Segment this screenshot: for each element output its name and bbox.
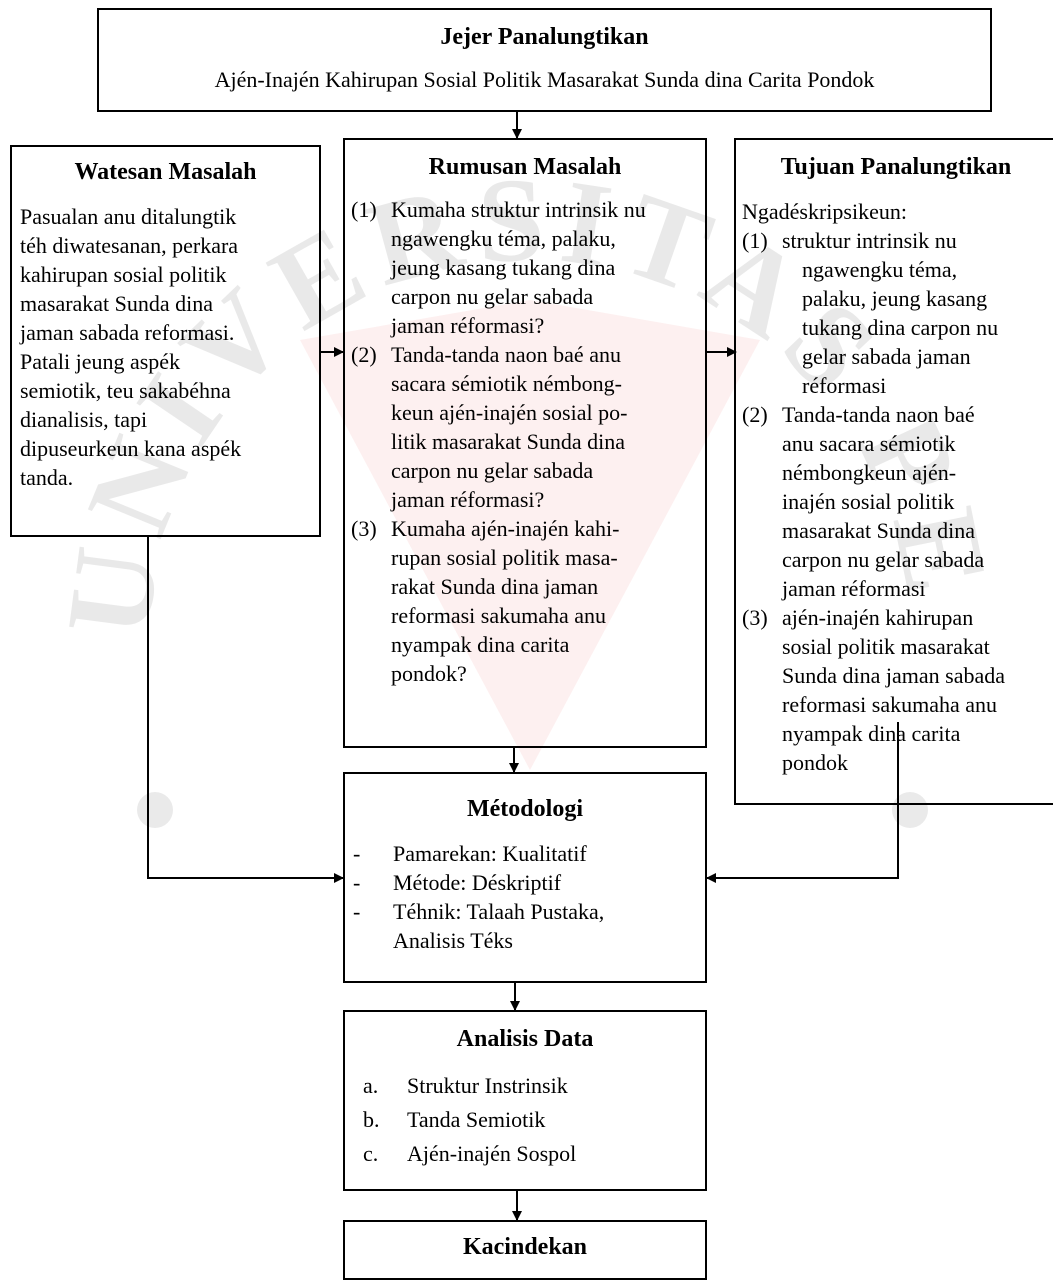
watesan-body: Pasualan anu ditalungtik téh diwatesanan… [12, 186, 319, 492]
metodologi-item: - Téhnik: Talaah Pustaka, Analisis Téks [349, 897, 701, 955]
tujuan-item-line: réformasi [802, 373, 887, 398]
tujuan-item-line: masarakat Sunda dina [782, 518, 976, 543]
rumusan-item-line: Kumaha struktur intrinsik nu [391, 197, 646, 222]
rumusan-item-1: (1) Kumaha struktur intrinsik nu ngaweng… [351, 195, 699, 340]
rumusan-item-line: reformasi sakumaha anu [391, 603, 607, 628]
watesan-box: Watesan Masalah Pasualan anu ditalungtik… [10, 145, 321, 537]
rumusan-item-line: jeung kasang tukang dina [391, 255, 616, 280]
rumusan-item-line: litik masarakat Sunda dina [391, 429, 625, 454]
rumusan-item-line: rakat Sunda dina jaman [391, 574, 599, 599]
tujuan-item-line: ajén-inajén kahirupan [782, 605, 974, 630]
tujuan-item-3: (3) ajén-inajén kahirupan sosial politik… [742, 603, 1053, 777]
analisis-item-text: Ajén-inajén Sospol [407, 1141, 577, 1166]
metodologi-item-line: Téhnik: Talaah Pustaka, [393, 899, 605, 924]
rumusan-box: Rumusan Masalah (1) Kumaha struktur intr… [343, 138, 707, 748]
metodologi-title: Métodologi [467, 796, 583, 822]
kacindekan-title: Kacindekan [462, 1234, 588, 1260]
tujuan-item-line: struktur intrinsik nu [782, 228, 957, 253]
watesan-line: Patali jeung aspék [20, 349, 181, 374]
metodologi-item-line: Analisis Téks [393, 928, 513, 953]
arrow-watesan-metodologi [147, 535, 344, 883]
tujuan-item-line: némbongkeun ajén- [782, 460, 957, 485]
jejer-subtitle: Ajén-Inajén Kahirupan Sosial Politik Mas… [214, 67, 875, 92]
watesan-line: semiotik, teu sakabéhna [20, 378, 231, 403]
rumusan-item-line: sacara sémiotik némbong- [391, 371, 622, 396]
tujuan-item-line: Tanda-tanda naon baé [782, 402, 975, 427]
tujuan-item-number: (3) [742, 605, 768, 630]
watesan-line: dianalisis, tapi [20, 407, 148, 432]
rumusan-item-line: carpon nu gelar sabada [391, 284, 594, 309]
rumusan-item-line: Tanda-tanda naon baé anu [391, 342, 621, 367]
metodologi-item: - Métode: Déskriptif [349, 868, 701, 897]
alpha-bullet: b. [363, 1107, 380, 1132]
tujuan-intro: Ngadéskripsikeun: [742, 199, 907, 224]
analisis-title: Analisis Data [456, 1026, 594, 1052]
rumusan-item-line: pondok? [391, 661, 467, 686]
analisis-item-text: Struktur Instrinsik [407, 1073, 568, 1098]
watesan-line: jaman sabada reformasi. [20, 320, 235, 345]
watesan-line: tanda. [20, 465, 74, 490]
rumusan-item-3: (3) Kumaha ajén-inajén kahi- rupan sosia… [351, 514, 699, 688]
tujuan-item-line: inajén sosial politik [782, 489, 955, 514]
metodologi-item-line: Métode: Déskriptif [393, 870, 562, 895]
tujuan-item-line: nyampak dina carita [782, 721, 961, 746]
tujuan-item-line: palaku, jeung kasang [802, 286, 988, 311]
rumusan-item-line: nyampak dina carita [391, 632, 570, 657]
kacindekan-box: Kacindekan [343, 1220, 707, 1280]
watesan-line: dipuseurkeun kana aspék [20, 436, 242, 461]
analisis-box: Analisis Data a. Struktur Instrinsik b. … [343, 1010, 707, 1191]
tujuan-item-number: (1) [742, 228, 768, 253]
tujuan-item-line: reformasi sakumaha anu [782, 692, 998, 717]
tujuan-title: Tujuan Panalungtikan [780, 154, 1012, 180]
rumusan-item-line: ngawengku téma, palaku, [391, 226, 616, 251]
rumusan-item-line: rupan sosial politik masa- [391, 545, 618, 570]
rumusan-item-number: (2) [351, 342, 377, 367]
dash-bullet: - [353, 841, 361, 866]
tujuan-item-line: Sunda dina jaman sabada [782, 663, 1005, 688]
rumusan-item-line: Kumaha ajén-inajén kahi- [391, 516, 620, 541]
rumusan-item-number: (3) [351, 516, 377, 541]
tujuan-box: Tujuan Panalungtikan Ngadéskripsikeun: (… [734, 138, 1053, 805]
tujuan-item-1: (1) struktur intrinsik nu ngawengku téma… [742, 226, 1053, 400]
rumusan-item-line: jaman réformasi? [391, 313, 545, 338]
watesan-line: kahirupan sosial politik [20, 262, 227, 287]
watesan-line: masarakat Sunda dina [20, 291, 214, 316]
tujuan-item-line: jaman réformasi [782, 576, 926, 601]
dash-bullet: - [353, 899, 361, 924]
jejer-box: Jejer Panalungtikan Ajén-Inajén Kahirupa… [97, 8, 992, 112]
dash-bullet: - [353, 870, 361, 895]
tujuan-item-line: pondok [782, 750, 848, 775]
metodologi-item-line: Pamarekan: Kualitatif [393, 841, 587, 866]
watesan-line: Pasualan anu ditalungtik [20, 204, 237, 229]
rumusan-item-line: keun ajén-inajén sosial po- [391, 400, 628, 425]
analisis-item-text: Tanda Semiotik [407, 1107, 546, 1132]
analisis-item: c. Ajén-inajén Sospol [345, 1137, 705, 1171]
jejer-title: Jejer Panalungtikan [440, 24, 649, 50]
rumusan-item-number: (1) [351, 197, 377, 222]
analisis-item: a. Struktur Instrinsik [345, 1069, 705, 1103]
tujuan-item-2: (2) Tanda-tanda naon baé anu sacara sémi… [742, 400, 1053, 603]
tujuan-item-line: anu sacara sémiotik [782, 431, 956, 456]
tujuan-item-number: (2) [742, 402, 768, 427]
watesan-title: Watesan Masalah [74, 159, 257, 185]
tujuan-item-line: gelar sabada jaman [802, 344, 971, 369]
rumusan-item-2: (2) Tanda-tanda naon baé anu sacara sémi… [351, 340, 699, 514]
watesan-line: téh diwatesanan, perkara [20, 233, 239, 258]
rumusan-title: Rumusan Masalah [428, 154, 622, 180]
tujuan-item-line: ngawengku téma, [802, 257, 958, 282]
rumusan-item-line: carpon nu gelar sabada [391, 458, 594, 483]
rumusan-item-line: jaman réformasi? [391, 487, 545, 512]
analisis-item: b. Tanda Semiotik [345, 1103, 705, 1137]
alpha-bullet: a. [363, 1073, 379, 1098]
tujuan-item-line: carpon nu gelar sabada [782, 547, 985, 572]
metodologi-item: - Pamarekan: Kualitatif [349, 839, 701, 868]
arrow-tujuan-metodologi [706, 722, 899, 883]
alpha-bullet: c. [363, 1141, 379, 1166]
tujuan-item-line: sosial politik masarakat [782, 634, 990, 659]
metodologi-box: Métodologi - Pamarekan: Kualitatif - Mét… [343, 772, 707, 983]
tujuan-item-line: tukang dina carpon nu [802, 315, 999, 340]
